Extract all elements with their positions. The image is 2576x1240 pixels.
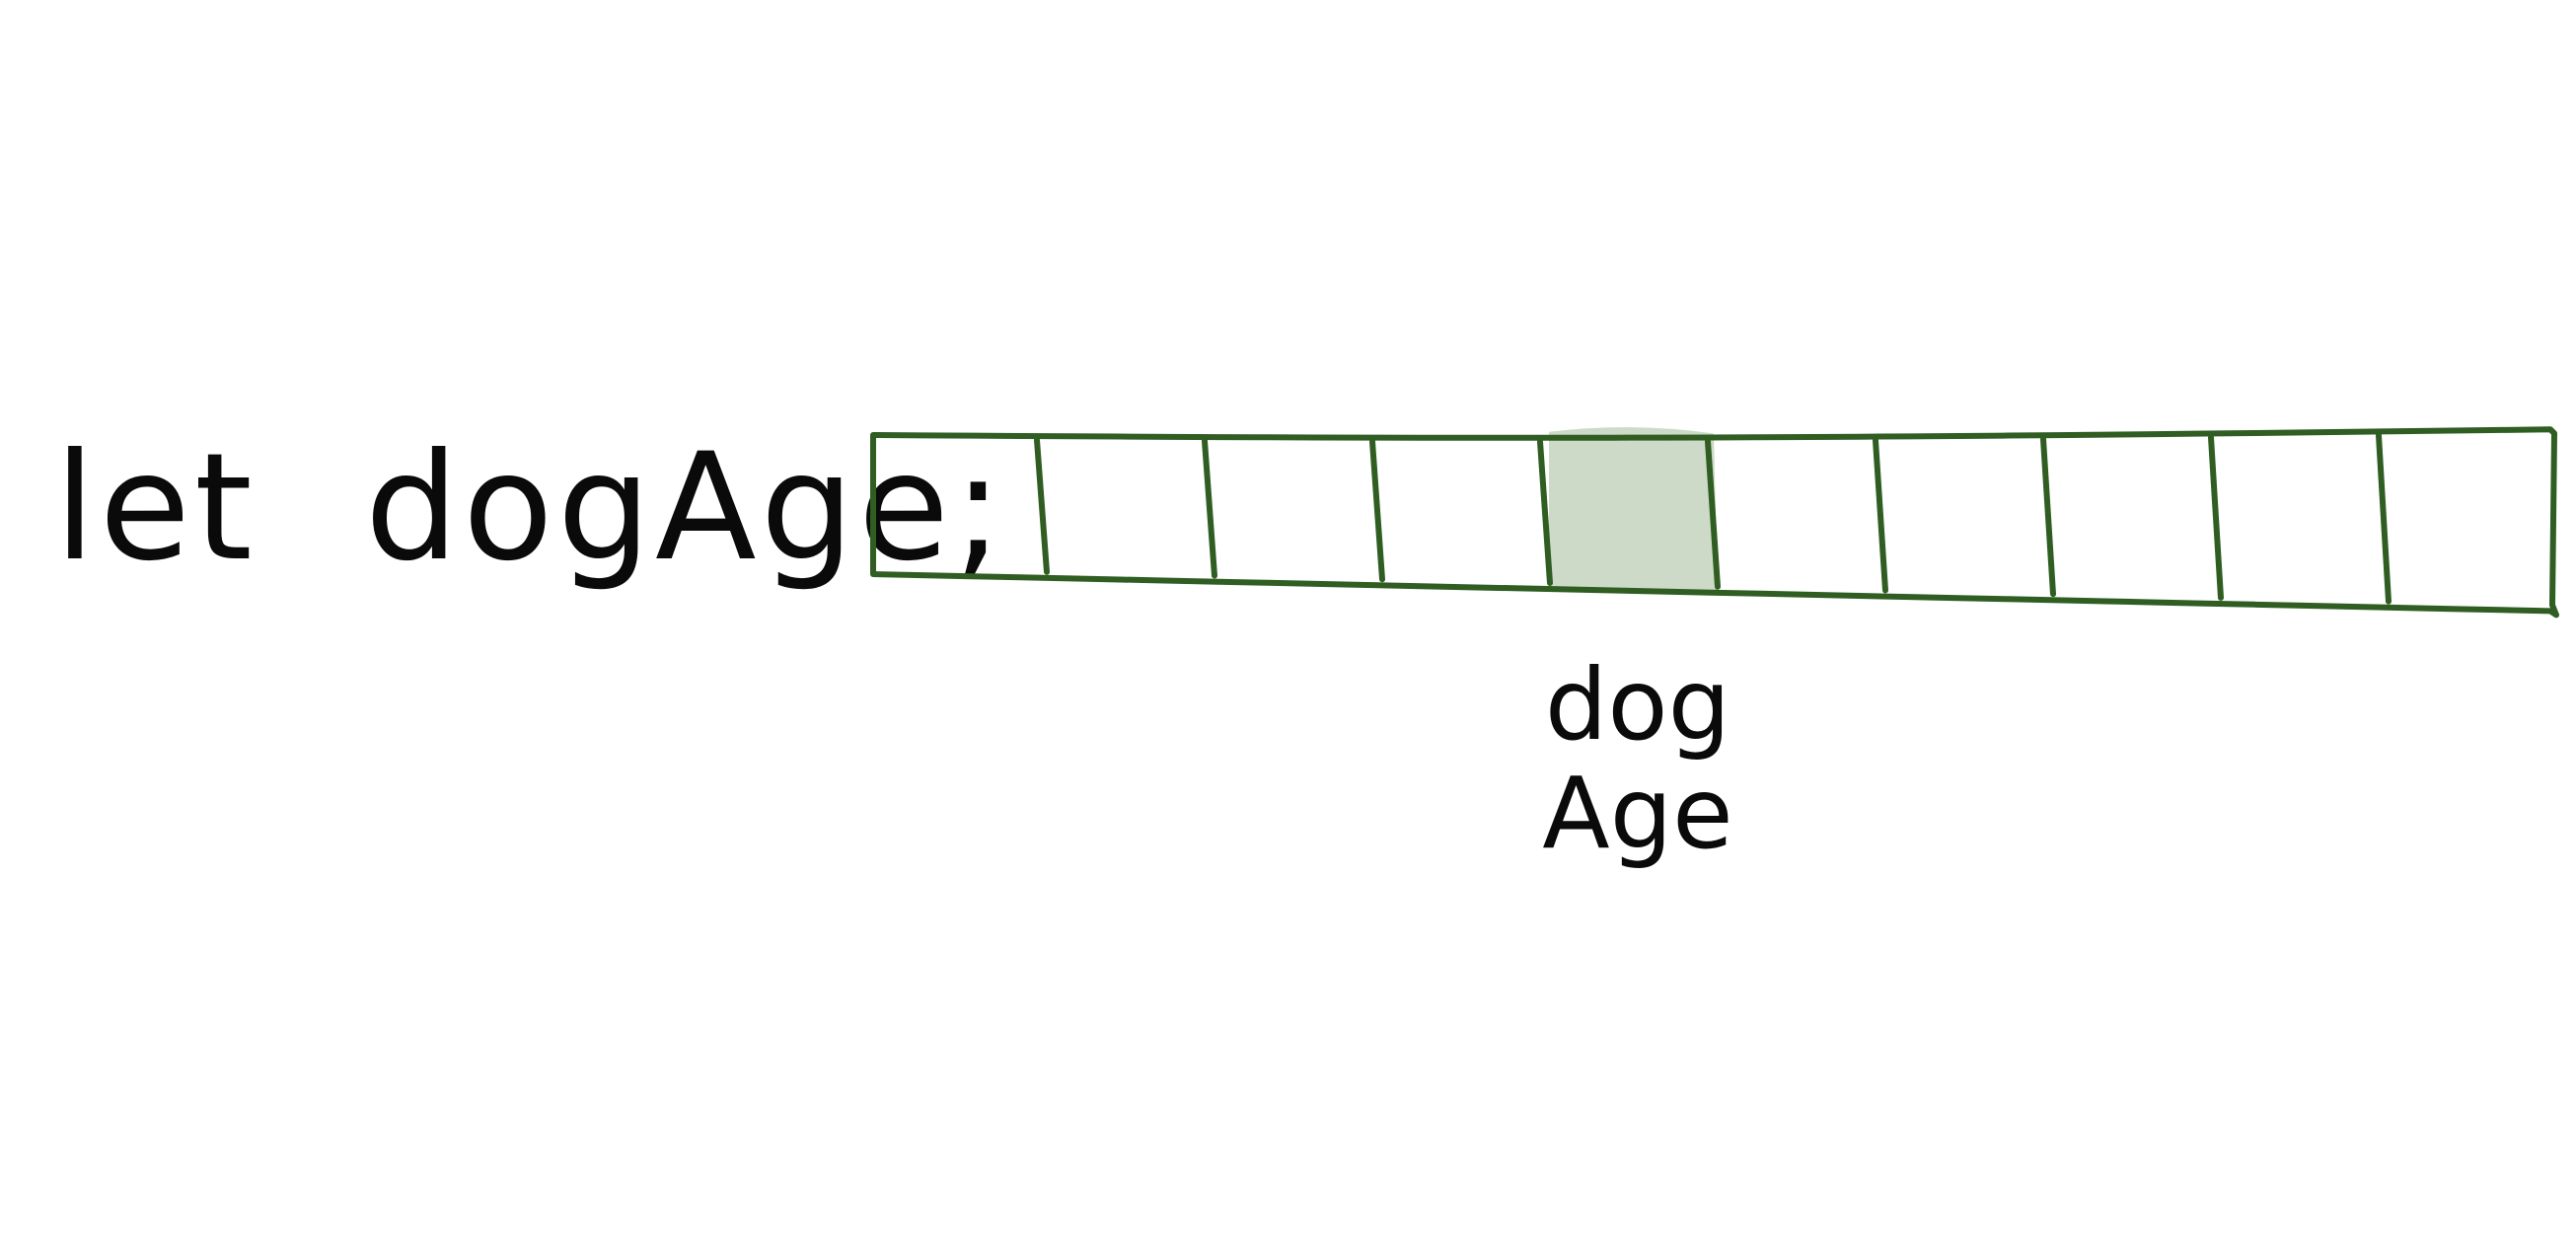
- memory-cell-divider: [1202, 438, 1217, 579]
- cell-label-line1: dog: [1544, 647, 1731, 763]
- code-keyword: let: [54, 422, 257, 594]
- memory-cell-divider: [1537, 438, 1553, 586]
- cell-label-line2: Age: [1542, 756, 1733, 871]
- code-identifier: dogAge;: [364, 422, 1007, 594]
- memory-strip-outline: [870, 426, 2559, 619]
- memory-cell-divider: [1369, 438, 1385, 583]
- memory-cell-divider: [1034, 437, 1050, 575]
- memory-cell-divider: [2208, 434, 2224, 601]
- cell-variable-label: dog Age: [1490, 651, 1786, 868]
- memory-cell-divider: [2376, 432, 2392, 605]
- memory-cell-divider: [2040, 436, 2056, 598]
- highlighted-memory-cell: [1549, 427, 1718, 594]
- memory-cell-divider: [1873, 437, 1888, 594]
- memory-cell-divider: [1705, 438, 1721, 590]
